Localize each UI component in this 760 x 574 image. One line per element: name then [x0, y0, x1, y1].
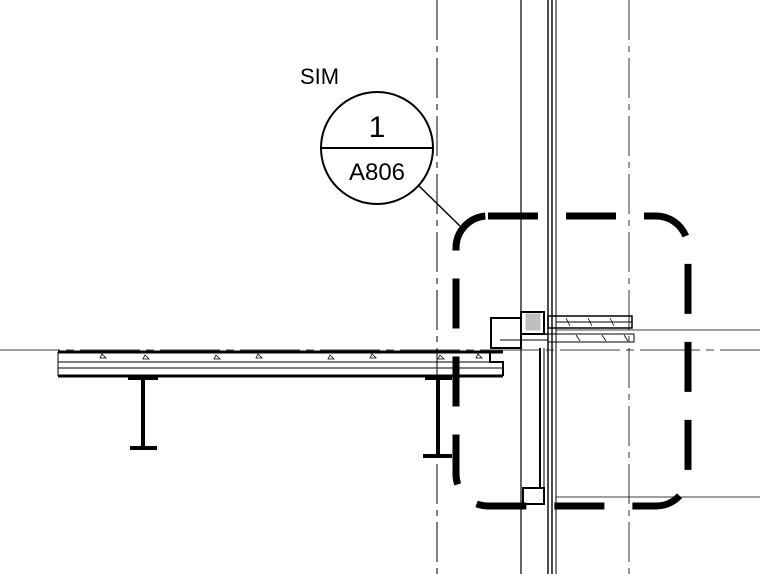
detail-boundary: [452, 212, 692, 510]
stack-joint-block: [525, 313, 541, 331]
slab-edge-right: [489, 352, 504, 376]
steel-beam-left: [128, 376, 158, 450]
steel-beam-right: [423, 376, 452, 458]
glazing-frame-lower: [547, 333, 635, 343]
glazing-panel: [547, 315, 635, 343]
concrete-hatch: [99, 353, 483, 360]
glazing-hatch: [565, 317, 629, 342]
section-callout: 1 A806: [320, 91, 434, 205]
callout-leader: [417, 184, 461, 227]
sill-block: [522, 487, 545, 505]
anchor-block: [490, 317, 522, 349]
curtain-wall-anchor: [490, 311, 548, 505]
floor-slab: [57, 350, 504, 378]
callout-sheet-number: A806: [349, 159, 405, 186]
callout-detail-number: 1: [369, 111, 386, 144]
callout-prefix-label: SIM: [300, 64, 339, 89]
curtain-wall-mullion: [520, 0, 557, 574]
